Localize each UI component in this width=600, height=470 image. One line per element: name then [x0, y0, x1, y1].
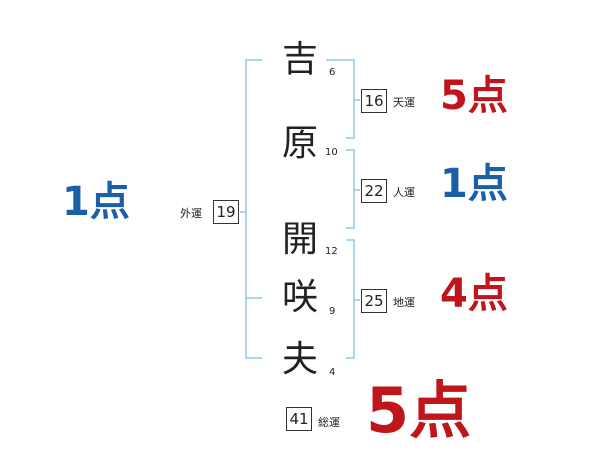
- chikaku-label: 地運: [393, 296, 415, 309]
- jinkaku-label: 人運: [393, 186, 415, 199]
- soukaku-number-box: 41: [286, 407, 312, 431]
- name-char-2: 原: [282, 123, 319, 164]
- stroke-count-5: 4: [329, 367, 336, 378]
- outer-bracket: [245, 59, 262, 359]
- gaikaku-number-box: 19: [213, 200, 239, 224]
- name-char-3: 開: [282, 219, 319, 260]
- name-char-4: 咲: [282, 277, 319, 318]
- stroke-count-2: 10: [325, 147, 338, 158]
- soukaku-label: 総運: [318, 416, 340, 429]
- tenkaku-label: 天運: [393, 96, 415, 109]
- soukaku-score: 5点: [366, 374, 472, 447]
- tenkaku-bracket: [326, 59, 355, 139]
- tenkaku-score: 5点: [440, 73, 508, 119]
- stroke-count-1: 6: [329, 67, 336, 78]
- jinkaku-score: 1点: [440, 161, 508, 207]
- stroke-count-3: 12: [325, 246, 338, 257]
- tenkaku-number-box: 16: [361, 89, 387, 113]
- stroke-count-4: 9: [329, 306, 336, 317]
- gaikaku-score: 1点: [62, 179, 130, 225]
- jinkaku-bracket: [346, 149, 355, 229]
- chikaku-number-box: 25: [361, 289, 387, 313]
- chikaku-bracket: [346, 239, 355, 359]
- gaikaku-label: 外運: [180, 207, 202, 220]
- name-char-1: 吉: [282, 39, 319, 80]
- jinkaku-number-box: 22: [361, 179, 387, 203]
- name-char-5: 夫: [282, 339, 319, 380]
- chikaku-score: 4点: [440, 271, 508, 317]
